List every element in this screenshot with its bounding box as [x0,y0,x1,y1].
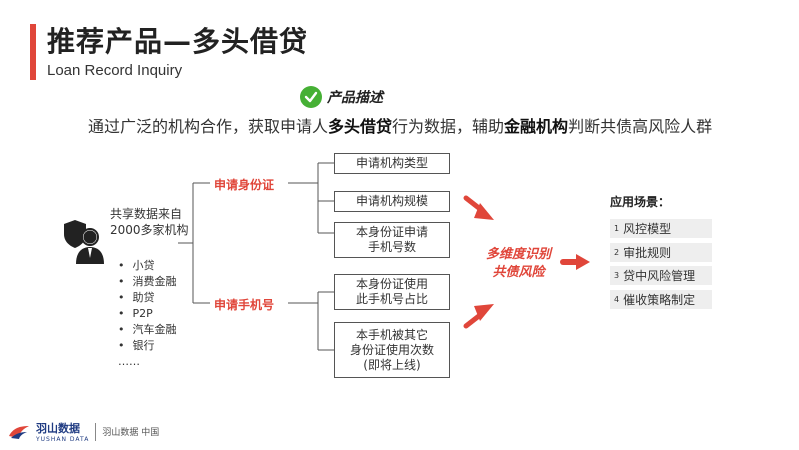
center-line: 多维度识别 [486,247,552,262]
scenario-number: 2 [614,248,620,257]
center-result-text: 多维度识别 共债风险 [486,246,551,282]
scenario-number: 3 [614,271,620,280]
list-item: 助贷 [118,290,177,306]
shared-data-line: 共享数据来自 [110,207,183,221]
scenario-number: 4 [614,295,620,304]
branch-phone-label: 申请手机号 [214,298,275,312]
list-item: 小贷 [118,258,177,274]
branch-id-card-label: 申请身份证 [214,178,275,192]
title-accent-bar [30,24,36,80]
description-part: 判断共债高风险人群 [568,117,713,136]
scenario-label: 贷中风险管理 [623,269,696,283]
feature-box: 本身份证申请 手机号数 [334,222,450,258]
scenario-number: 1 [614,224,620,233]
scenario-label: 催收策略制定 [623,293,696,307]
list-more: …… [118,355,140,368]
description-heading: 产品描述 [300,86,383,108]
description-part: 行为数据，辅助 [392,117,505,136]
page-subtitle: Loan Record Inquiry [47,62,183,79]
feature-box: 本身份证使用 此手机号占比 [334,274,450,310]
scenarios-heading: 应用场景： [610,195,671,209]
logo-name: 羽山数据 [36,422,80,435]
scenario-label: 审批规则 [623,246,672,260]
company-logo: 羽山数据 YUSHAN DATA 羽山数据 中国 [8,420,159,443]
description-part: 通过广泛的机构合作，获取申请人 [88,117,329,136]
shared-data-line: 2000多家机构 [110,223,189,237]
description-emphasis: 多头借贷 [328,117,393,136]
list-item: P2P [118,306,177,322]
arrow-up-right-icon [463,304,494,329]
logo-divider [95,422,97,441]
arrow-right-icon [560,254,590,270]
user-shield-icon [62,218,106,264]
page-title: 推荐产品—多头借贷 [47,25,309,58]
wing-logo-icon [9,425,29,439]
feature-box: 申请机构类型 [334,153,450,174]
description-text: 通过广泛的机构合作，获取申请人多头借贷行为数据，辅助金融机构判断共债高风险人群 [88,113,712,137]
institution-list: 小贷 消费金融 助贷 P2P 汽车金融 银行 …… [118,258,177,370]
scenario-label: 风控模型 [623,222,672,236]
logo-tagline: 羽山数据 中国 [102,428,160,438]
list-item: 汽车金融 [118,322,177,338]
list-item: 银行 [118,338,177,354]
description-emphasis: 金融机构 [504,117,569,136]
arrow-down-right-icon [463,195,494,220]
description-label: 产品描述 [327,90,383,106]
check-icon [300,86,322,108]
logo-wordmark: 羽山数据 YUSHAN DATA [36,420,89,443]
center-line: 共债风险 [492,265,545,280]
feature-box: 本手机被其它 身份证使用次数 (即将上线) [334,322,450,378]
feature-box: 申请机构规模 [334,191,450,212]
logo-subtext: YUSHAN DATA [36,436,90,443]
list-item: 消费金融 [118,274,177,290]
shared-data-text: 共享数据来自 2000多家机构 [110,206,189,238]
